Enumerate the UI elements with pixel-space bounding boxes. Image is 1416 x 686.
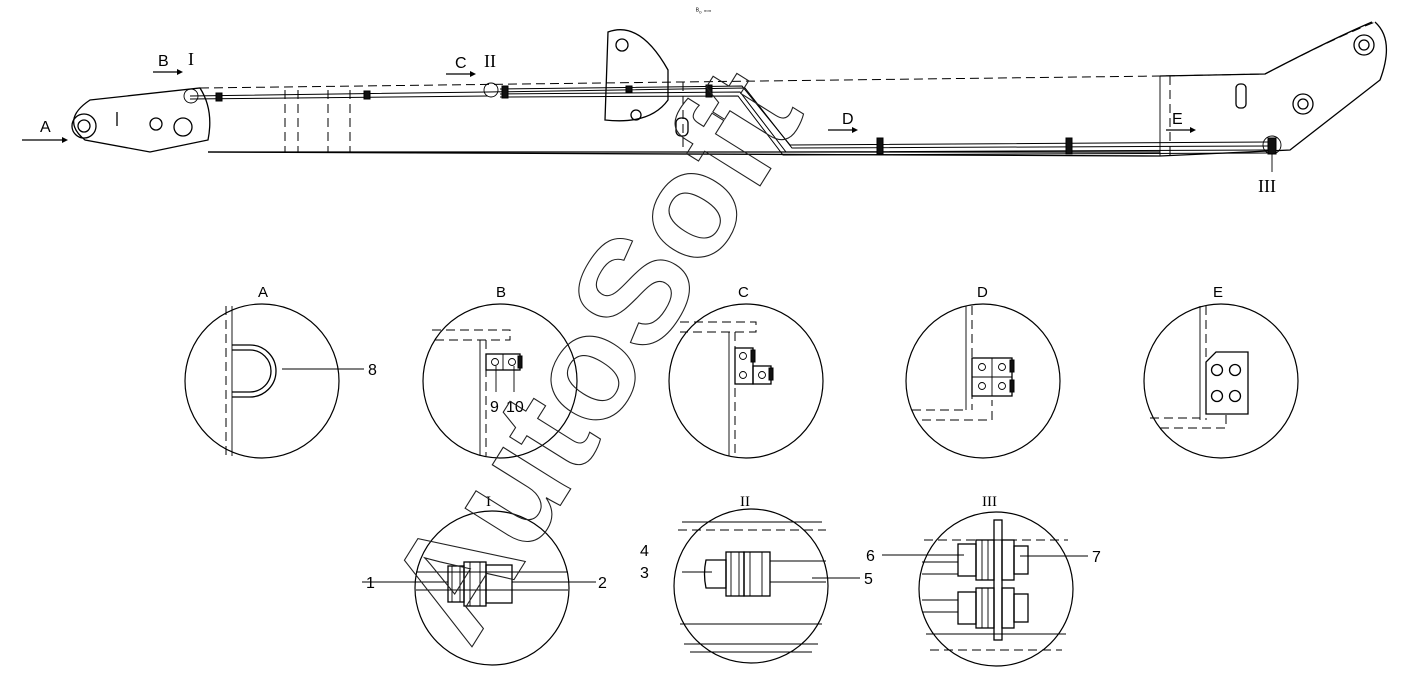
svg-text:6: 6 <box>866 548 875 565</box>
hose-route <box>183 82 1282 172</box>
view-arrow-d: D <box>828 111 858 133</box>
svg-text:C: C <box>455 55 467 72</box>
svg-text:1: 1 <box>366 575 375 592</box>
svg-text:A: A <box>258 284 268 301</box>
view-arrow-e: E <box>1166 111 1196 133</box>
detail-marker-i: I <box>188 49 194 69</box>
svg-text:D: D <box>977 284 988 301</box>
detail-view-i: I 1 2 <box>362 494 607 666</box>
svg-text:I: I <box>486 494 491 510</box>
svg-text:8: 8 <box>368 362 377 379</box>
view-arrow-c: C <box>446 55 476 77</box>
detail-marker-ii: II <box>484 51 496 71</box>
svg-text:III: III <box>982 494 997 510</box>
svg-text:10: 10 <box>506 399 524 416</box>
svg-text:E: E <box>1213 284 1223 301</box>
view-arrow-a: A <box>22 119 68 143</box>
svg-text:E: E <box>1172 111 1183 128</box>
svg-text:B: B <box>496 284 506 301</box>
svg-text:5: 5 <box>864 571 873 588</box>
boom-body <box>71 21 1388 157</box>
top-mark: ᴮ₀ ▫▫▫ <box>696 8 711 15</box>
svg-text:7: 7 <box>1092 549 1101 566</box>
svg-text:2: 2 <box>598 575 607 592</box>
svg-text:4: 4 <box>640 543 649 560</box>
section-view-d: D <box>905 284 1061 459</box>
detail-view-ii: II 4 3 5 <box>640 494 873 664</box>
svg-text:3: 3 <box>640 565 649 582</box>
detail-marker-iii: III <box>1258 176 1276 196</box>
section-view-a: A 8 <box>184 284 377 459</box>
detail-view-iii: III 6 7 <box>866 494 1101 667</box>
svg-text:C: C <box>738 284 749 301</box>
svg-text:A: A <box>40 119 51 136</box>
view-arrow-b: B <box>153 53 183 75</box>
svg-text:D: D <box>842 111 854 128</box>
svg-text:B: B <box>158 53 169 70</box>
svg-text:II: II <box>740 494 750 510</box>
section-view-e: E <box>1143 284 1299 459</box>
section-view-b: B 9 10 <box>422 284 578 459</box>
section-view-c: C <box>668 284 824 459</box>
svg-text:9: 9 <box>490 399 499 416</box>
